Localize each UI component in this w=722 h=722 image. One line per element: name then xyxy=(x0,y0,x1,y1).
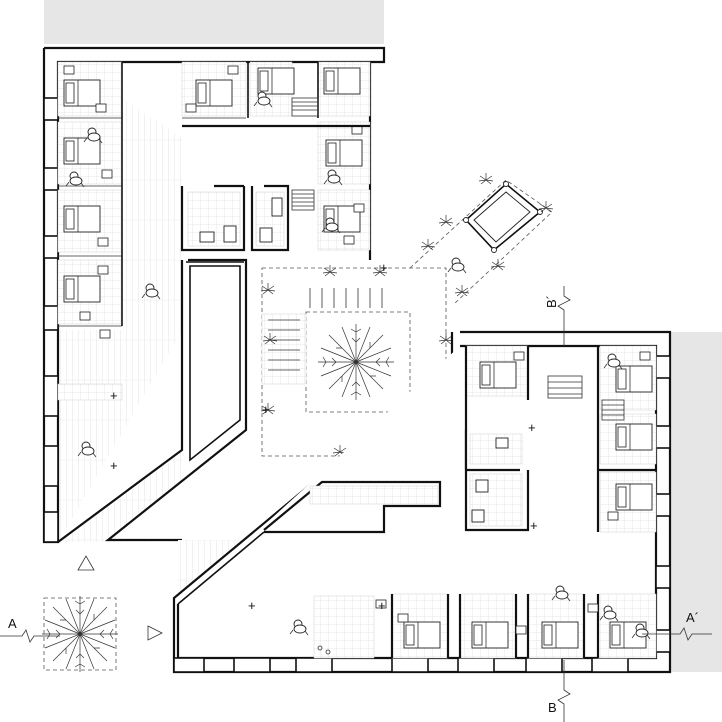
section-cut-a: A A´ xyxy=(0,610,712,643)
section-label-b-prime: B´ xyxy=(544,295,559,308)
svg-text:+: + xyxy=(380,260,388,275)
svg-text:+: + xyxy=(530,518,538,533)
diagonal-pavilion xyxy=(409,172,554,305)
svg-text:+: + xyxy=(378,598,386,613)
svg-text:+: + xyxy=(528,420,536,435)
courtyard: + + + xyxy=(260,260,454,457)
bathrooms-north xyxy=(180,184,290,252)
neighbour-building-top xyxy=(44,0,384,44)
bedrooms-south xyxy=(289,585,657,659)
neighbour-building-right xyxy=(670,332,722,672)
svg-text:+: + xyxy=(262,402,270,417)
section-label-a: A xyxy=(8,616,17,631)
bedrooms-west xyxy=(57,61,225,458)
bathrooms-east xyxy=(464,430,530,532)
tree-icon xyxy=(317,323,395,401)
view-marker-triangle-side xyxy=(147,625,163,641)
south-east-wing: + + + + xyxy=(172,330,672,674)
bedrooms-north xyxy=(181,61,371,251)
section-label-b: B xyxy=(548,700,557,715)
bedrooms-east xyxy=(464,345,657,533)
view-marker-triangle-top xyxy=(77,555,95,571)
north-west-wing: + + xyxy=(42,46,386,544)
svg-text:+: + xyxy=(248,598,256,613)
svg-text:+: + xyxy=(110,458,118,473)
section-label-a-prime: A´ xyxy=(686,610,699,625)
section-cut-b: B B´ xyxy=(544,286,571,722)
outer-tree-icon xyxy=(41,595,119,673)
svg-text:+: + xyxy=(110,388,118,403)
